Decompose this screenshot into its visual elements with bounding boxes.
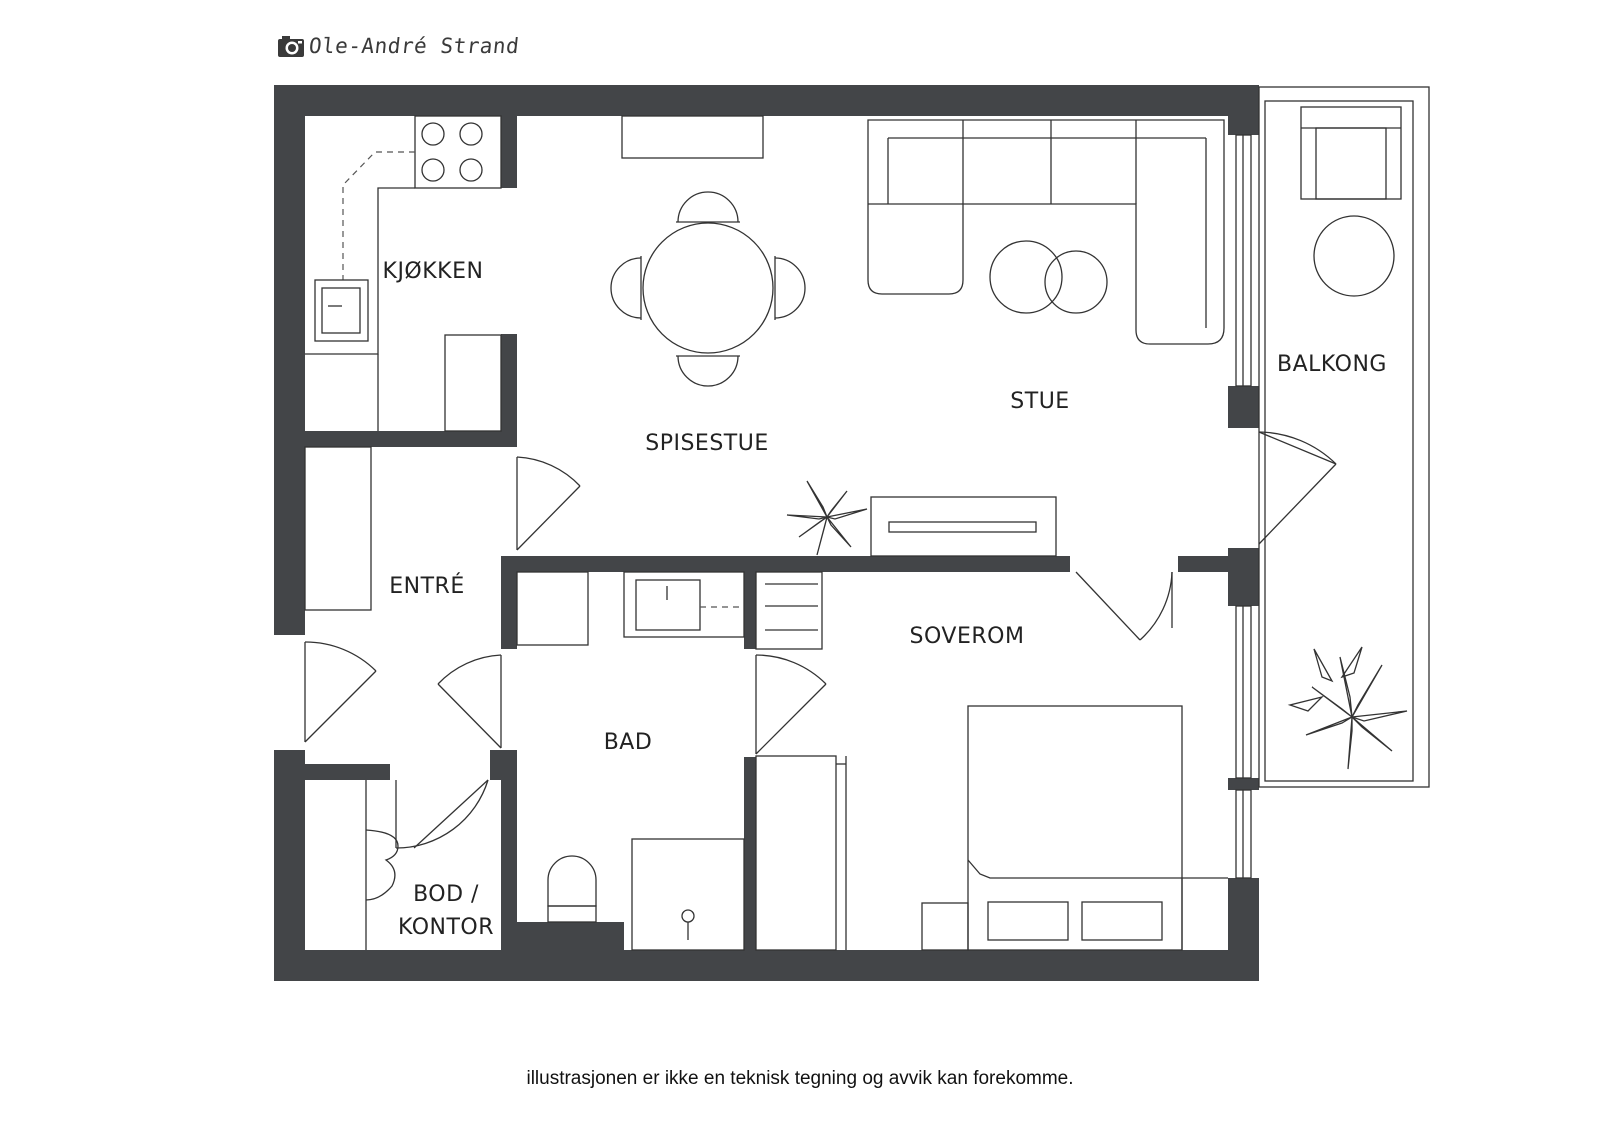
label-kitchen: KJØKKEN [383, 259, 484, 284]
label-bedroom: SOVEROM [910, 624, 1025, 649]
label-bathroom: BAD [604, 730, 653, 755]
entrance-fixtures [304, 446, 372, 611]
kitchen-fixtures [305, 115, 502, 432]
label-storage-line1: BOD / [413, 882, 479, 907]
interior-walls [305, 116, 1228, 950]
tv-bench [870, 496, 1057, 557]
balcony-plant-icon [1287, 646, 1408, 770]
windows [1235, 134, 1252, 879]
bedroom-fixtures [755, 571, 1228, 951]
camera-icon [278, 36, 304, 57]
room-labels: KJØKKEN SPISESTUE STUE BALKONG ENTRÉ SOV… [383, 259, 1387, 940]
author-credit: Ole-André Strand [277, 30, 521, 62]
sofa [867, 119, 1225, 345]
label-dining: SPISESTUE [645, 431, 769, 456]
bathroom-fixtures [516, 571, 745, 951]
storage-fixtures [365, 780, 399, 950]
dining-table [610, 115, 806, 387]
exterior-walls [274, 85, 1259, 981]
label-balcony: BALKONG [1277, 352, 1387, 377]
balcony [1258, 86, 1430, 788]
label-storage-line2: KONTOR [398, 915, 494, 940]
living-plant-icon [786, 480, 868, 556]
doors [304, 431, 1337, 849]
label-entrance: ENTRÉ [389, 573, 464, 599]
label-living: STUE [1010, 389, 1069, 414]
disclaimer-text: illustrasjonen er ikke en teknisk tegnin… [526, 1068, 1074, 1089]
